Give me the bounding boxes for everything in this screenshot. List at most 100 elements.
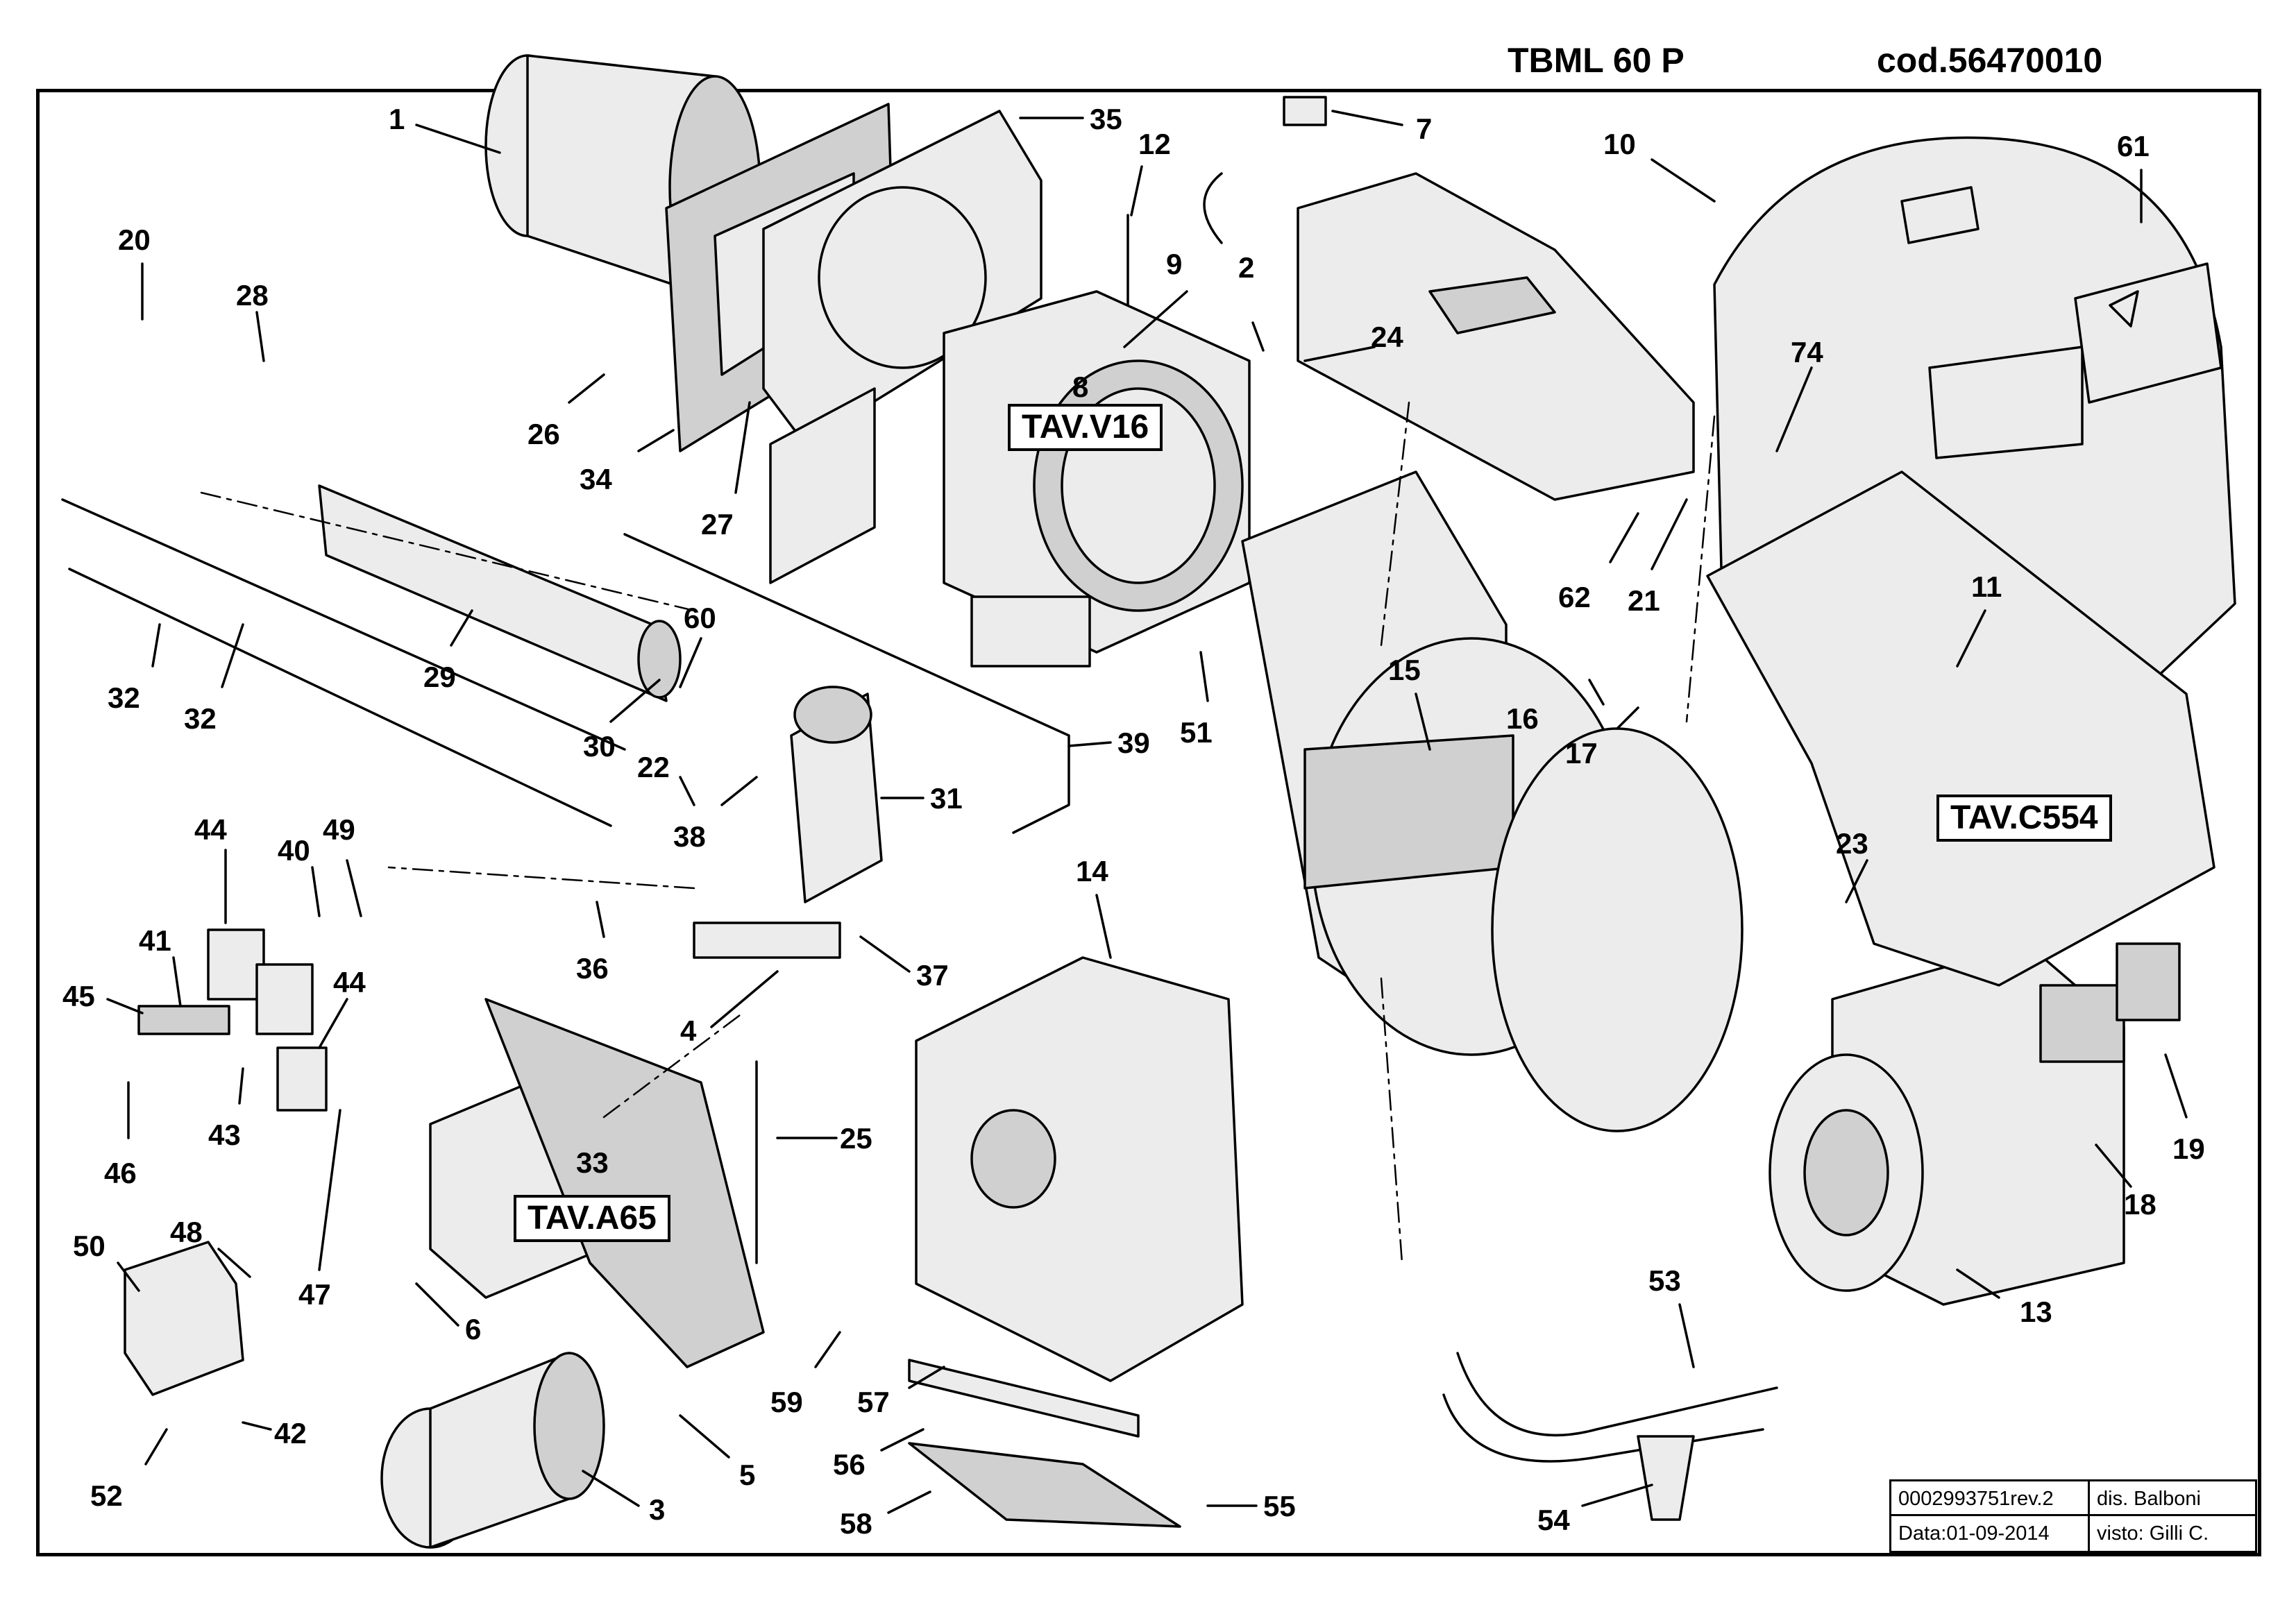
oil-reservoir [790, 686, 883, 903]
part-number-57: 57 [857, 1386, 890, 1418]
part-number-62: 62 [1558, 581, 1591, 613]
part-number-44a: 44 [194, 813, 227, 846]
part-number-12: 12 [1138, 128, 1171, 160]
fan-housing [1241, 470, 1744, 1132]
part-number-18: 18 [2124, 1188, 2156, 1221]
solenoid-valves [137, 928, 328, 1112]
part-number-21: 21 [1628, 584, 1660, 617]
part-number-27: 27 [701, 508, 734, 541]
part-number-30: 30 [583, 730, 616, 763]
oil-line [623, 533, 1070, 834]
part-number-39: 39 [1117, 726, 1150, 759]
model-name: TBML 60 P [1508, 41, 1685, 80]
part-number-23: 23 [1836, 827, 1868, 860]
part-number-9: 9 [1166, 248, 1182, 280]
part-number-51: 51 [1180, 716, 1213, 749]
part-number-47: 47 [298, 1278, 331, 1311]
capacitor [2116, 942, 2181, 1021]
nozzle-holder [318, 484, 682, 702]
part-number-36: 36 [576, 952, 609, 985]
lead-wire [1203, 172, 1223, 244]
reference-tav-v16: TAV.V16 [1008, 404, 1163, 451]
part-number-43: 43 [208, 1119, 241, 1151]
air-intake-grid [908, 1442, 1181, 1528]
part-number-8: 8 [1072, 371, 1088, 403]
assembly-guide-lines [200, 401, 1716, 1264]
part-number-45: 45 [62, 980, 95, 1012]
part-number-5: 5 [739, 1459, 755, 1491]
part-number-32a: 32 [108, 681, 140, 714]
part-number-25: 25 [840, 1122, 872, 1155]
flexible-hoses [1442, 1352, 1778, 1463]
part-number-22: 22 [637, 751, 670, 783]
checked-by: visto: Gilli C. [2097, 1522, 2209, 1545]
part-number-15: 15 [1388, 654, 1421, 686]
control-panel [1706, 470, 2215, 987]
part-number-46: 46 [104, 1157, 137, 1189]
part-number-17: 17 [1565, 737, 1598, 770]
inner-cover [1297, 172, 1695, 501]
part-number-74: 74 [1791, 336, 1823, 368]
part-number-29: 29 [423, 661, 456, 693]
part-number-38: 38 [673, 820, 706, 853]
fan-motor [1769, 942, 2125, 1306]
part-number-53: 53 [1648, 1264, 1681, 1297]
air-box [915, 956, 1244, 1382]
part-number-34: 34 [580, 463, 612, 495]
part-number-60: 60 [684, 602, 716, 634]
part-number-33: 33 [576, 1146, 609, 1179]
part-number-4: 4 [680, 1014, 697, 1047]
part-number-56: 56 [833, 1448, 866, 1481]
part-number-10: 10 [1603, 128, 1636, 160]
title-block: 0002993751rev.2 dis. Balboni Data:01-09-… [1889, 1479, 2257, 1553]
part-number-3: 3 [649, 1493, 665, 1526]
part-number-2: 2 [1238, 251, 1254, 284]
part-number-1: 1 [389, 103, 405, 135]
part-number-32b: 32 [184, 702, 217, 735]
doc-number: 0002993751rev.2 [1891, 1481, 2090, 1516]
part-number-24: 24 [1371, 321, 1403, 353]
part-number-59: 59 [770, 1386, 803, 1418]
part-number-7: 7 [1416, 112, 1432, 145]
part-number-14: 14 [1076, 855, 1108, 887]
part-number-19: 19 [2172, 1132, 2205, 1165]
part-number-26: 26 [527, 418, 560, 450]
part-number-42: 42 [274, 1417, 307, 1450]
part-number-31: 31 [930, 782, 963, 815]
part-number-48: 48 [170, 1216, 203, 1248]
part-number-61: 61 [2117, 130, 2150, 162]
part-number-13: 13 [2020, 1295, 2052, 1328]
part-number-52: 52 [90, 1479, 123, 1512]
part-number-44b: 44 [333, 966, 366, 999]
part-number-54: 54 [1537, 1504, 1570, 1536]
mounting-flange [762, 110, 1043, 584]
burner-body [943, 290, 1251, 668]
part-number-11: 11 [1971, 570, 2002, 603]
part-number-16: 16 [1506, 702, 1539, 735]
part-number-35: 35 [1090, 103, 1122, 135]
drawing-code: cod.56470010 [1877, 41, 2103, 80]
part-callouts: 1 2 3 4 5 6 7 8 9 10 11 12 13 14 [62, 103, 2205, 1540]
part-number-58: 58 [840, 1507, 872, 1540]
oil-pump [124, 1241, 244, 1396]
drawing-date: Data:01-09-2014 [1891, 1516, 2090, 1551]
part-number-40: 40 [278, 834, 310, 867]
part-number-6: 6 [465, 1313, 481, 1345]
small-bracket [1283, 96, 1327, 126]
part-number-55: 55 [1263, 1490, 1296, 1522]
drawn-by: dis. Balboni [2090, 1481, 2255, 1516]
part-number-28: 28 [236, 279, 269, 312]
part-number-50: 50 [73, 1230, 105, 1262]
part-number-37: 37 [916, 959, 949, 992]
part-number-20: 20 [118, 223, 151, 256]
reference-tav-a65: TAV.A65 [514, 1195, 670, 1242]
terminal-strip [693, 921, 841, 959]
pump-motor [380, 1352, 605, 1549]
air-intake-bar [908, 1359, 1140, 1438]
oil-filter [1637, 1435, 1695, 1521]
reference-tav-c554: TAV.C554 [1936, 794, 2112, 842]
part-number-49: 49 [323, 813, 355, 846]
ignition-cables [61, 498, 626, 827]
